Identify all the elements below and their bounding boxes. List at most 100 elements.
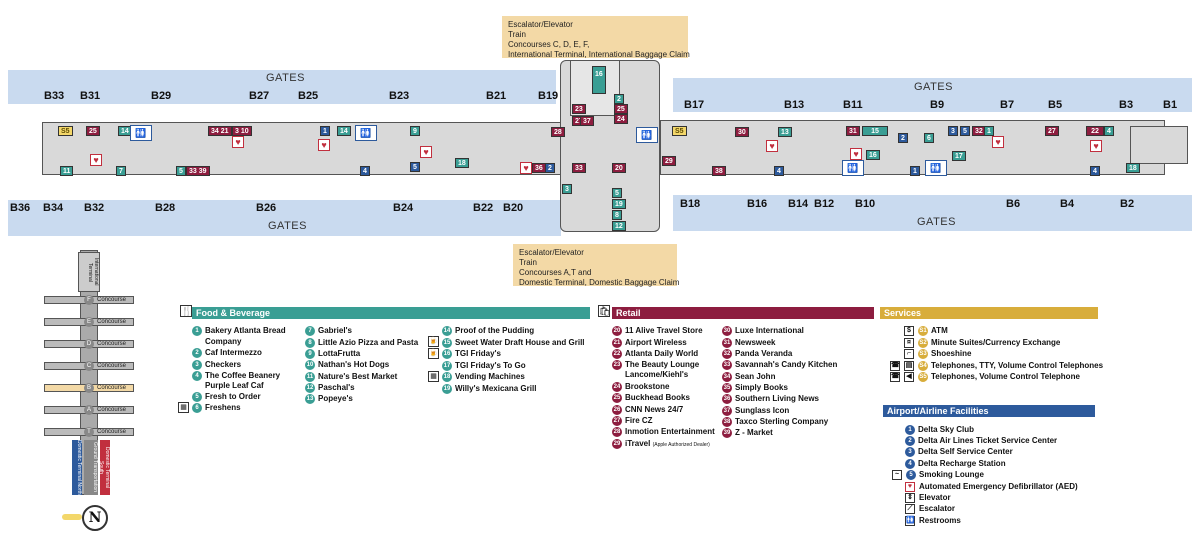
store-tag: 24 bbox=[614, 114, 628, 124]
callout-top: Escalator/Elevator Train Concourses C, D… bbox=[502, 16, 690, 59]
facility-tag: 4 bbox=[360, 166, 370, 176]
store-tag: 3 bbox=[562, 184, 572, 194]
gates-title-top-left: GATES bbox=[266, 72, 305, 84]
store-tag: 18 bbox=[455, 158, 469, 168]
bar-icon: 🍺 bbox=[428, 348, 439, 359]
mini-dom-south: Domestic Terminal South bbox=[98, 440, 110, 495]
store-tag: 17 bbox=[952, 151, 966, 161]
services-header: Services bbox=[880, 307, 1098, 319]
restroom-icon: 🚻 bbox=[925, 160, 947, 176]
gates-title-bottom-right: GATES bbox=[917, 216, 956, 228]
gates-band-top-left bbox=[8, 70, 556, 104]
facility-tag: 1 bbox=[320, 126, 330, 136]
gate-label: B17 bbox=[684, 99, 705, 111]
mini-letter-b: B bbox=[84, 383, 94, 393]
store-tag: 5 bbox=[176, 166, 186, 176]
store-tag: 36 bbox=[532, 163, 546, 173]
gates-band-bottom-left bbox=[8, 200, 561, 236]
elevator-icon: ⇕ bbox=[905, 493, 915, 503]
store-tag: 16 bbox=[592, 66, 606, 94]
aed-icon: ♥ bbox=[766, 140, 778, 152]
store-tag: 6 bbox=[924, 133, 934, 143]
fork-knife-icon: 🍴 bbox=[180, 305, 193, 317]
aed-icon: ♥ bbox=[520, 162, 532, 174]
facility-tag: 2 bbox=[898, 133, 908, 143]
store-tag: 7 bbox=[116, 166, 126, 176]
gate-label: B24 bbox=[393, 202, 414, 214]
store-tag: 25 bbox=[86, 126, 100, 136]
facility-tag: 4 bbox=[774, 166, 784, 176]
gate-label: B12 bbox=[814, 198, 835, 210]
store-tag: 14 bbox=[337, 126, 351, 136]
currency-icon: ¤ bbox=[904, 338, 914, 348]
shoe-icon: ⌐ bbox=[904, 349, 914, 359]
restroom-icon: 🚻 bbox=[130, 125, 152, 141]
store-tag: 5 bbox=[612, 188, 622, 198]
facility-tag: 4 bbox=[1090, 166, 1100, 176]
gate-label: B18 bbox=[680, 198, 701, 210]
gate-label: B16 bbox=[747, 198, 768, 210]
compass-icon: N bbox=[82, 505, 108, 531]
gate-label: B5 bbox=[1048, 99, 1063, 111]
food-header: Food & Beverage bbox=[192, 307, 590, 319]
gate-label: B29 bbox=[151, 90, 172, 102]
facility-tag: 5 bbox=[410, 162, 420, 172]
gate-label: B9 bbox=[930, 99, 945, 111]
store-tag: 33 39 bbox=[186, 166, 210, 176]
mini-letter-e: E bbox=[84, 317, 94, 327]
store-tag: 22 bbox=[1086, 126, 1104, 136]
store-tag: 20 bbox=[612, 163, 626, 173]
mini-letter-c: C bbox=[84, 361, 94, 371]
gate-label: B4 bbox=[1060, 198, 1075, 210]
gate-label: B19 bbox=[538, 90, 559, 102]
callout-bottom: Escalator/Elevator Train Concourses A,T … bbox=[513, 244, 679, 287]
mini-letter-a: A bbox=[84, 405, 94, 415]
airport-item: 🚻Restrooms bbox=[905, 516, 961, 526]
store-tag: 19 bbox=[612, 199, 626, 209]
store-tag: 30 bbox=[735, 127, 749, 137]
gate-label: B23 bbox=[389, 90, 410, 102]
compass-flare bbox=[62, 514, 82, 520]
store-tag: 31 bbox=[846, 126, 860, 136]
gate-label: B20 bbox=[503, 202, 524, 214]
store-tag: 38 bbox=[712, 166, 726, 176]
restroom-icon: 🚻 bbox=[636, 127, 658, 143]
gate-label: B22 bbox=[473, 202, 494, 214]
store-tag: 18 bbox=[1126, 163, 1140, 173]
mini-letter-t: T bbox=[84, 427, 94, 437]
gate-label: B11 bbox=[843, 99, 863, 111]
escalator-icon: ⟋ bbox=[905, 504, 915, 514]
store-tag: 28 bbox=[551, 127, 565, 137]
retail-item: Lancome/Kiehl's bbox=[625, 370, 689, 379]
facility-tag: 2 bbox=[545, 163, 555, 173]
vending-icon: ▦ bbox=[178, 402, 189, 413]
store-tag: 4 bbox=[1104, 126, 1114, 136]
store-tag: 16 bbox=[866, 150, 880, 160]
gates-band-top-right bbox=[673, 78, 1192, 112]
mini-dom-north: Domestic Terminal North bbox=[72, 440, 82, 495]
gate-label: B3 bbox=[1119, 99, 1134, 111]
aed-icon: ♥ bbox=[992, 136, 1004, 148]
